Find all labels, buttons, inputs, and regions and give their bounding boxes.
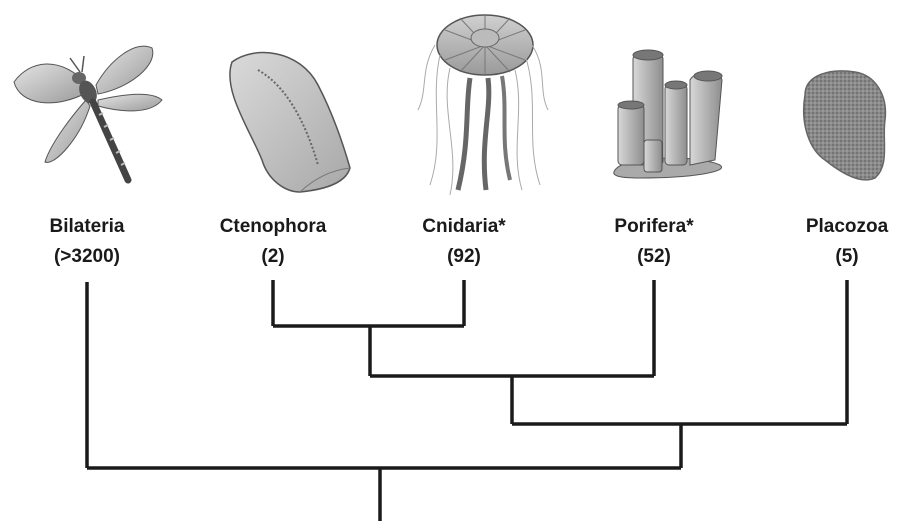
taxon-label-cnidaria: Cnidaria* (92) (384, 212, 544, 272)
taxon-count: (2) (193, 242, 353, 272)
taxon-name: Placozoa (767, 212, 900, 242)
taxon-name: Ctenophora (193, 212, 353, 242)
taxon-count: (>3200) (7, 242, 167, 272)
taxon-count: (52) (574, 242, 734, 272)
taxon-count: (92) (384, 242, 544, 272)
taxon-name: Bilateria (7, 212, 167, 242)
taxon-count: (5) (767, 242, 900, 272)
taxon-label-porifera: Porifera* (52) (574, 212, 734, 272)
taxon-label-placozoa: Placozoa (5) (767, 212, 900, 272)
taxon-name: Cnidaria* (384, 212, 544, 242)
taxon-label-ctenophora: Ctenophora (2) (193, 212, 353, 272)
taxon-name: Porifera* (574, 212, 734, 242)
taxon-label-bilateria: Bilateria (>3200) (7, 212, 167, 272)
